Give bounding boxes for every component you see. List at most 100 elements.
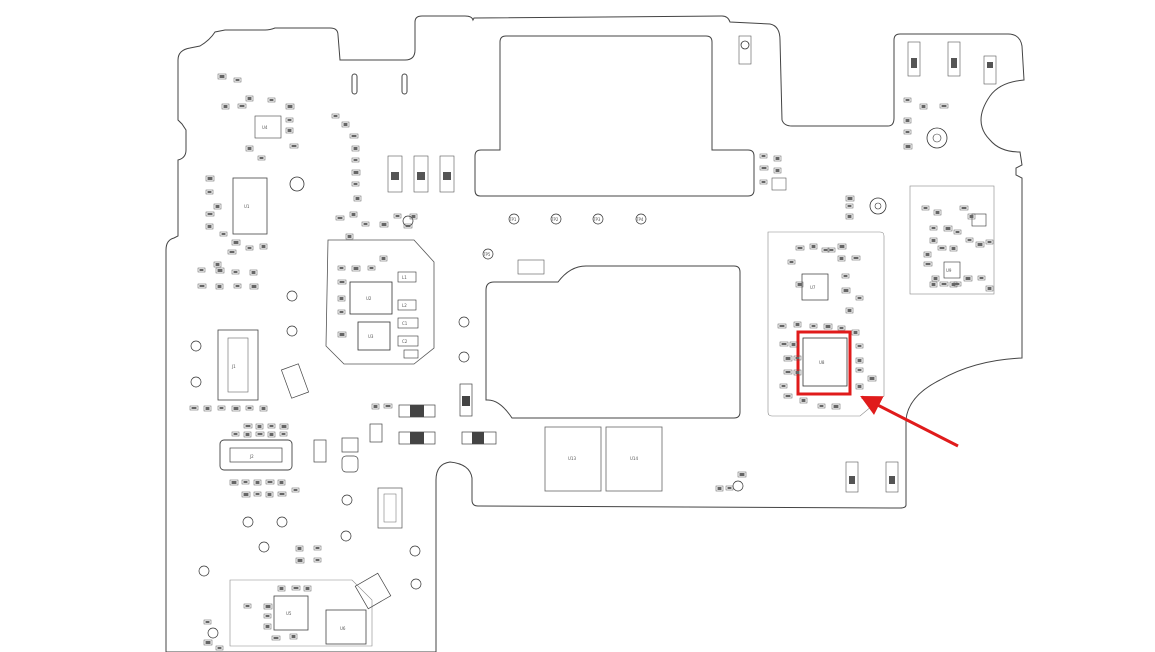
test-point-tp19 (410, 578, 422, 590)
smd-part (949, 281, 958, 288)
smd-part (349, 133, 359, 139)
smd-part (965, 237, 974, 243)
smd-part-pad (265, 625, 270, 628)
smd-part-pad (955, 231, 960, 233)
smd-part-pad (853, 331, 858, 334)
chip-u8 (802, 337, 848, 387)
smd-part-pad (279, 587, 284, 590)
smd-part (279, 423, 289, 430)
smd-part (257, 155, 266, 161)
label-tp1: TP1 (508, 217, 517, 222)
smd-part-pad (353, 267, 359, 270)
smd-part (403, 223, 413, 229)
smd-part-pad (761, 155, 766, 157)
smd-part-pad (291, 635, 296, 638)
smd-part-pad (223, 105, 228, 108)
label-u9: U9 (946, 268, 952, 273)
smd-part-pad (339, 267, 344, 269)
smd-part (759, 165, 769, 171)
smd-part (203, 619, 212, 625)
smd-part (277, 585, 286, 592)
smd-part-pad (905, 119, 910, 122)
smd-part (219, 231, 228, 237)
smd-part-pad (921, 105, 926, 108)
smd-part (959, 205, 969, 211)
smd-part (221, 103, 230, 110)
cap-c3 (403, 349, 419, 359)
chip-u1 (232, 177, 268, 235)
smd-part-pad (857, 297, 862, 299)
smd-part (383, 403, 393, 409)
smd-part (963, 275, 973, 282)
label-u8: U8 (819, 360, 825, 365)
smd-part-pad (215, 205, 220, 208)
smd-part (233, 77, 242, 83)
smd-part (249, 269, 258, 276)
label-l1: L1 (402, 275, 407, 280)
smd-part (923, 261, 933, 267)
smd-part (851, 329, 860, 336)
part-l4 (341, 455, 359, 473)
smd-part-pad (935, 211, 940, 214)
smd-part-pad (839, 245, 845, 248)
smd-part (799, 397, 808, 404)
part-br1 (845, 461, 859, 493)
smd-part (203, 639, 213, 646)
smd-part (783, 393, 793, 399)
pmic-region (325, 239, 435, 365)
smd-part (265, 491, 274, 498)
smd-part (267, 431, 276, 438)
smd-part-pad (775, 157, 780, 160)
smd-part-pad (811, 325, 816, 327)
smd-part-pad (281, 425, 287, 428)
smd-components (189, 73, 994, 651)
smd-part-pad (381, 257, 386, 260)
smd-part (823, 323, 833, 330)
smd-part (351, 181, 360, 187)
smd-part (379, 255, 388, 262)
smd-part (903, 97, 912, 103)
smd-part-pad (905, 145, 911, 148)
smd-part (245, 245, 254, 251)
smd-part (845, 203, 854, 209)
smd-part-pad (843, 275, 848, 277)
smd-part-pad (987, 287, 992, 290)
smd-part-pad (291, 145, 297, 147)
smd-part (985, 285, 994, 292)
smd-part (985, 239, 994, 245)
smd-part-pad (779, 325, 785, 327)
smd-part (243, 423, 253, 429)
chip-u9 (943, 261, 961, 279)
connector-j3 (377, 487, 403, 529)
test-point-tp14 (242, 516, 254, 528)
smd-part (779, 383, 788, 389)
smd-part-pad (791, 343, 796, 346)
smd-part-pad (279, 493, 285, 495)
smd-part-pad (823, 249, 828, 251)
smd-part (241, 479, 250, 485)
smd-part (295, 557, 305, 564)
smd-part-pad (839, 257, 844, 260)
smd-part-pad (853, 257, 859, 259)
smd-part (245, 145, 254, 152)
smd-part-pad (967, 239, 972, 241)
smd-part-pad (381, 223, 387, 226)
smd-part (903, 117, 912, 124)
smd-part (249, 283, 259, 290)
label-u6: U6 (340, 626, 346, 631)
smd-part (783, 369, 793, 375)
smd-part-pad (269, 99, 274, 101)
antenna-ant2 (869, 197, 887, 215)
smd-part-pad (945, 227, 951, 230)
smd-part (289, 143, 299, 149)
test-point-tp17 (198, 565, 210, 577)
smd-part (371, 403, 380, 410)
smd-part-pad (951, 283, 956, 286)
smd-part-pad (279, 481, 284, 484)
smd-part-pad (233, 241, 239, 244)
part-br1-fill (849, 476, 855, 484)
smd-part-pad (269, 433, 274, 436)
smd-part (265, 479, 275, 485)
slot-right (401, 73, 408, 95)
smd-part (337, 265, 346, 271)
